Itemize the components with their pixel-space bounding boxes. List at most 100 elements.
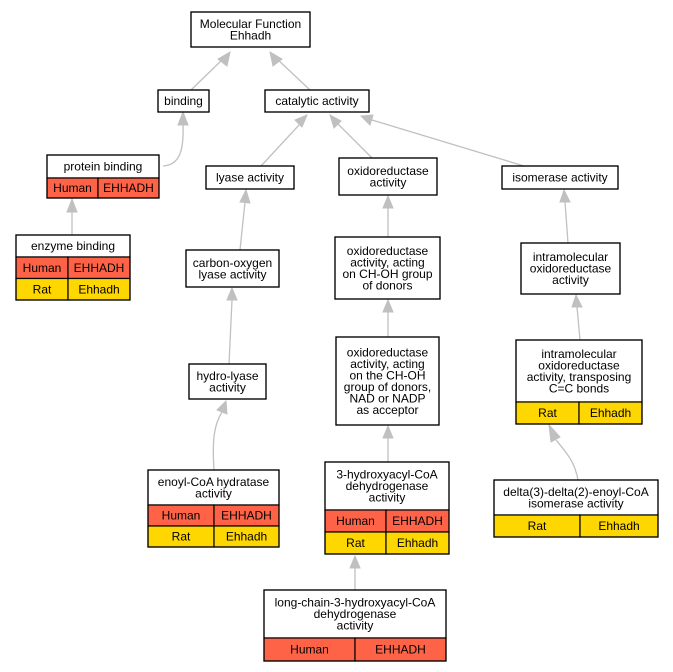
arrowhead-icon xyxy=(548,423,561,443)
edge-long_chain_dh-to-hydroxyacyl_coa_dh xyxy=(349,554,361,590)
edge-line xyxy=(260,123,301,167)
node-label-line: group of donors, xyxy=(344,380,431,394)
gene-label: EHHADH xyxy=(221,509,272,523)
species-label: Human xyxy=(336,514,375,528)
node-label-line: activity, transposing xyxy=(527,370,632,384)
go-term-node-isomerase-activity[interactable]: isomerase activity xyxy=(501,165,619,190)
node-label-line: catalytic activity xyxy=(275,94,358,108)
edge-oxidoreductase_activity-to-catalytic_activity xyxy=(329,113,373,159)
node-label-line: activity xyxy=(552,273,589,287)
node-frame xyxy=(263,589,447,662)
arrowhead-icon xyxy=(239,188,251,204)
gene-label: EHHADH xyxy=(375,643,426,657)
edge-oxidoreductase_nad-to-oxidoreductase_chon xyxy=(382,298,394,337)
node-label-line: oxidoreductase xyxy=(347,244,429,258)
node-label-line: activity xyxy=(369,491,406,505)
species-label: Human xyxy=(53,181,92,195)
node-label-line: enzyme binding xyxy=(31,239,115,253)
go-term-node-long-chain-dh[interactable]: long-chain-3-hydroxyacyl-CoAdehydrogenas… xyxy=(263,589,447,662)
go-term-node-catalytic-activity[interactable]: catalytic activity xyxy=(264,89,370,113)
edge-protein_binding-to-binding xyxy=(162,110,189,167)
node-label-box xyxy=(493,479,659,516)
arrowhead-icon xyxy=(66,197,78,213)
species-row-human: Human EHHADH xyxy=(147,504,280,527)
node-label-line: activity xyxy=(337,619,374,633)
node-label-line: isomerase activity xyxy=(512,171,607,185)
edge-line xyxy=(239,201,246,251)
edge-delta_isomerase-to-intramolecular_transposing xyxy=(548,423,579,481)
node-label-line: long-chain-3-hydroxyacyl-CoA xyxy=(275,596,436,610)
gene-label: EHHADH xyxy=(74,261,125,275)
node-frame xyxy=(205,165,295,190)
node-label-line: activity xyxy=(209,380,246,394)
node-label-line: as acceptor xyxy=(356,403,418,417)
go-term-node-binding[interactable]: binding xyxy=(157,89,210,113)
species-label: Rat xyxy=(538,406,557,420)
node-label-line: intramolecular xyxy=(533,250,608,264)
node-label-line: Ehhadh xyxy=(230,28,271,42)
node-label-line: C=C bonds xyxy=(549,381,609,395)
arrowhead-icon xyxy=(177,110,189,126)
arrowhead-icon xyxy=(359,114,374,126)
edge-hydroxyacyl_coa_dh-to-oxidoreductase_nad xyxy=(382,424,394,462)
node-frame xyxy=(520,242,621,295)
node-label-line: on the CH-OH xyxy=(349,368,425,382)
node-frame xyxy=(324,461,450,555)
species-label: Human xyxy=(162,509,201,523)
edge-line xyxy=(275,57,311,91)
edge-line xyxy=(371,119,525,167)
gene-label: Ehhadh xyxy=(226,530,267,544)
node-frame xyxy=(335,336,440,426)
arrowhead-icon xyxy=(559,188,571,203)
edge-line xyxy=(190,57,225,91)
arrowhead-icon xyxy=(382,424,394,439)
node-frame xyxy=(157,89,210,113)
node-label-line: dehydrogenase xyxy=(314,607,397,621)
gene-label: EHHADH xyxy=(392,514,443,528)
go-term-node-hydroxyacyl-coa-dh[interactable]: 3-hydroxyacyl-CoAdehydrogenaseactivityHu… xyxy=(324,461,450,555)
node-frame xyxy=(493,479,659,538)
node-label-line: intramolecular xyxy=(541,347,616,361)
node-label-line: enoyl-CoA hydratase xyxy=(158,475,270,489)
edge-line xyxy=(228,299,233,365)
edge-isomerase_activity-to-catalytic_activity xyxy=(359,114,525,167)
node-label-line: oxidoreductase xyxy=(530,262,612,276)
node-frame xyxy=(338,157,438,196)
edge-line xyxy=(337,123,373,159)
node-label-line: binding xyxy=(164,94,203,108)
arrowhead-icon xyxy=(571,293,583,308)
node-label-line: carbon-oxygen xyxy=(193,256,272,270)
edge-lyase_activity-to-catalytic_activity xyxy=(260,114,308,167)
node-frame xyxy=(501,165,619,190)
arrowhead-icon xyxy=(269,50,283,67)
node-label-line: hydro-lyase xyxy=(196,369,258,383)
edge-enoyl_coa_hydratase-to-hydro_lyase xyxy=(212,399,228,471)
go-term-node-lyase-activity[interactable]: lyase activity xyxy=(205,165,295,190)
node-label-line: activity xyxy=(370,175,407,189)
node-frame xyxy=(264,89,370,113)
gene-label: Ehhadh xyxy=(598,519,639,533)
node-frame xyxy=(15,234,131,301)
arrowhead-icon xyxy=(226,286,238,301)
edges xyxy=(66,50,583,590)
edge-catalytic_activity-to-molecular_function xyxy=(269,50,311,91)
node-frame xyxy=(185,249,280,288)
